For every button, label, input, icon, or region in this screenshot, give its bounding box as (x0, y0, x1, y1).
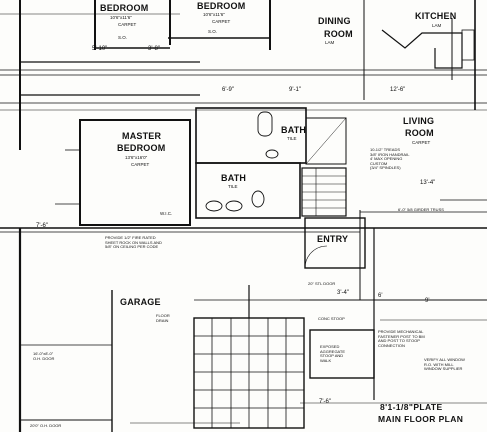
living-room-floor: CARPET (412, 140, 431, 145)
master-bedroom-size: 13'6"x16'0" (125, 155, 148, 160)
dim-12-6: 12'-6" (390, 87, 406, 93)
dim-3-4: 3'-4" (337, 290, 349, 296)
oh-door-note: 20'0" O.H. DOOR (30, 423, 62, 428)
living-room-name-2: ROOM (405, 128, 434, 138)
master-bedroom-floor: CARPET (131, 162, 150, 167)
wall-note: PROVIDE 1/2" FIRE RATED SHEET ROCK ON WA… (105, 235, 162, 250)
lower-bath-name: BATH (221, 173, 247, 183)
stoop-note: EXPOSED AGGREGATE STOOP AND WALK (320, 344, 346, 363)
upper-bath-name: BATH (281, 125, 307, 135)
post-note: PROVIDE MECHANICAL FASTENER POST TO BM A… (378, 329, 425, 348)
dim-7-6: 7'-6" (36, 223, 48, 229)
dining-name: DINING (318, 16, 351, 26)
dim-13-4: 13'-4" (420, 180, 436, 186)
living-room-name: LIVING (403, 116, 435, 126)
dining-floor: LAM (325, 40, 335, 45)
dim-9-1: 9'-1" (289, 87, 301, 93)
bedroom-2-closet: S.O. (208, 29, 218, 34)
upper-bath-floor: TILE (287, 136, 297, 141)
master-closet: W.I.C. (160, 211, 173, 216)
stairs-note: 10-1/2" TREADS 3/8" IRON HANDRAIL 4' MAX… (370, 147, 410, 171)
dim-6: 6' (378, 293, 383, 299)
bedroom-1-size: 10'6"x11'6" (110, 15, 132, 20)
girder-note: 6'-0" 5/8 GIRDER TRUSS (398, 207, 444, 212)
plan-title: MAIN FLOOR PLAN (378, 414, 464, 424)
garage-name: GARAGE (120, 297, 161, 307)
plan-plate-height: 8'1-1/8"PLATE (380, 402, 443, 412)
garage-door-note: 16'-0"x8'-0" O.H. DOOR (33, 351, 55, 361)
bedroom-2-floor: CARPET (212, 19, 231, 24)
master-bedroom-name: MASTER (122, 131, 162, 141)
steel-door-note: 20" STL DOOR (308, 281, 336, 286)
dim-5-10: 5'-10" (92, 46, 108, 52)
master-bedroom-name-2: BEDROOM (117, 143, 166, 153)
floor-drain-note: FLOOR DRAIN (156, 313, 170, 323)
kitchen-name: KITCHEN (415, 11, 457, 21)
dim-6-9: 6'-9" (222, 87, 234, 93)
bedroom-1-closet: S.O. (118, 35, 128, 40)
dim-3-8: 3'-8" (148, 46, 160, 52)
dining-name-2: ROOM (324, 29, 353, 39)
bedroom-2-size: 10'6"x11'6" (203, 12, 225, 17)
kitchen-floor: LAM (432, 23, 442, 28)
window-note: VERIFY ALL WINDOW R.O. WITH MILL WINDOW … (424, 357, 465, 372)
bedroom-2-name: BEDROOM (197, 1, 246, 11)
lower-bath-floor: TILE (228, 184, 238, 189)
dim-7-6-bottom: 7'-6" (319, 399, 331, 405)
bedroom-1-floor: CARPET (118, 22, 137, 27)
conc-stoop-note: CONC STOOP (318, 316, 345, 321)
dim-9: 9' (425, 298, 430, 304)
bedroom-1-name: BEDROOM (100, 3, 149, 13)
entry-name: ENTRY (317, 234, 349, 244)
